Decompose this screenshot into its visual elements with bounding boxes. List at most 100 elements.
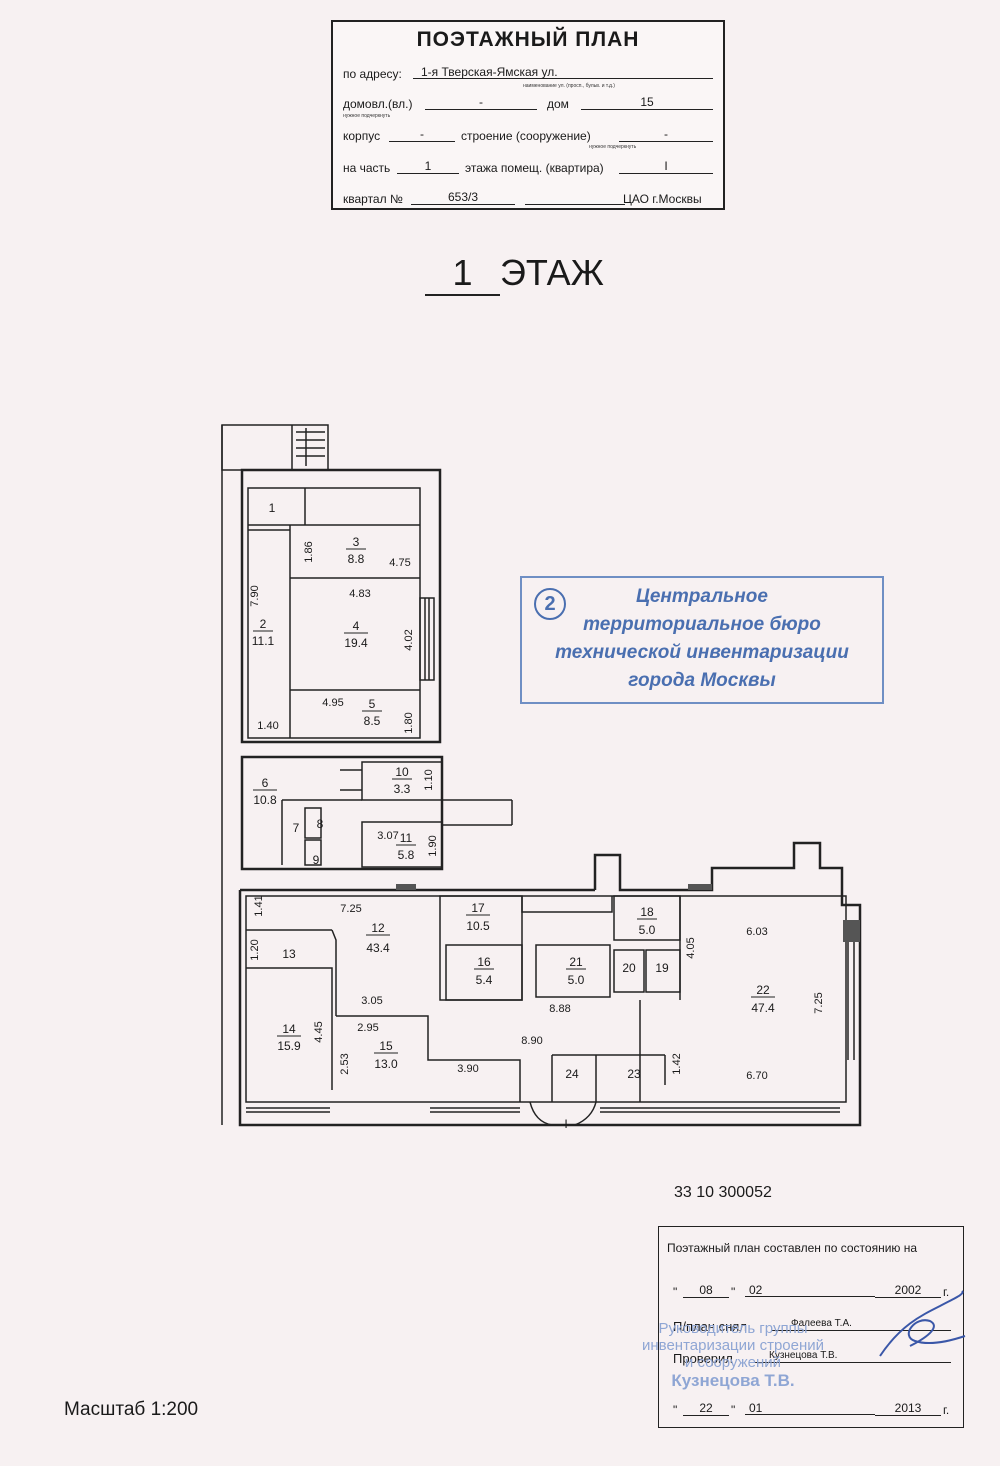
address-label: по адресу:: [343, 67, 402, 81]
room-16-id: 16: [477, 955, 491, 969]
dim-3-07: 3.07: [377, 830, 398, 842]
room-4-area: 19.4: [344, 636, 368, 650]
room-labels: 1 2 11.1 3 8.8 4 19.4 5 8.5 6 10.8 7 8 9…: [252, 501, 775, 1081]
room-10-id: 10: [395, 765, 409, 779]
scale-label: Масштаб 1:200: [64, 1399, 199, 1420]
floor-number: 1: [425, 252, 500, 296]
date1-q1: ": [673, 1285, 678, 1299]
room-13-id: 13: [282, 947, 296, 961]
dim-8-88: 8.88: [549, 1003, 570, 1015]
upper-block-outer: [240, 468, 442, 744]
dim-1-90: 1.90: [427, 835, 439, 856]
checked-label: Проверил: [673, 1351, 733, 1366]
domovl-label: домовл.(вл.): [343, 97, 413, 111]
dim-7-25-right: 7.25: [813, 992, 825, 1013]
dim-4-02: 4.02: [403, 629, 415, 650]
date1-suffix: г.: [943, 1285, 950, 1299]
room-12-id: 12: [371, 921, 385, 935]
dim-1-10: 1.10: [423, 769, 435, 790]
blue-stamp-line-3: и сооружений: [684, 1354, 782, 1371]
room-11-area: 5.8: [398, 848, 415, 862]
district-blank: [525, 190, 625, 205]
dim-2-95: 2.95: [357, 1022, 378, 1034]
stroenie-label: строение (сооружение): [461, 129, 591, 143]
room-19-id: 19: [655, 961, 669, 975]
room-15-id: 15: [379, 1039, 393, 1053]
room-14-area: 15.9: [277, 1039, 301, 1053]
plan-walls: [221, 424, 862, 1127]
room-3-area: 8.8: [348, 552, 365, 566]
date2-month: 01: [745, 1401, 875, 1415]
main-block-outer: [238, 841, 862, 1127]
dim-1-42: 1.42: [671, 1053, 683, 1074]
stroenie-hint: нужное подчеркнуть: [589, 144, 637, 150]
entrance-mark: I: [564, 1117, 567, 1131]
bti-stamp: 2 Центральное территориальное бюро техни…: [520, 576, 884, 704]
room-20-id: 20: [622, 961, 636, 975]
dim-4-05: 4.05: [685, 937, 697, 958]
date1-q2: ": [731, 1285, 736, 1299]
room-4-id: 4: [353, 619, 360, 633]
room-12-area: 43.4: [366, 941, 390, 955]
stamp-line-1: Центральное: [636, 586, 768, 607]
etazh-label: этажа помещ. (квартира): [465, 161, 604, 175]
blue-stamp-line-1: Руководитель группы: [658, 1320, 808, 1337]
dim-1-41: 1.41: [253, 895, 265, 916]
date2-q1: ": [673, 1403, 678, 1417]
dim-1-20: 1.20: [249, 939, 261, 960]
stamp-number: 2: [534, 588, 566, 620]
room-22-id: 22: [756, 983, 770, 997]
address-hint: наименование ул. (просп., бульв. и т.д.): [523, 83, 615, 89]
dim-6-03: 6.03: [746, 926, 767, 938]
dim-2-53: 2.53: [339, 1053, 351, 1074]
dim-4-83: 4.83: [349, 588, 370, 600]
etazh-value: I: [619, 159, 713, 174]
kvartal-label: квартал №: [343, 192, 403, 206]
dim-8-90: 8.90: [521, 1035, 542, 1047]
info-box: Поэтажный план составлен по состоянию на…: [658, 1226, 964, 1428]
room-7-id: 7: [293, 821, 300, 835]
room-5-id: 5: [369, 697, 376, 711]
room-14-id: 14: [282, 1022, 296, 1036]
room-9-id: 9: [313, 853, 320, 867]
room-3-id: 3: [353, 535, 360, 549]
room-2-area: 11.1: [252, 634, 275, 648]
room-6-area: 10.8: [253, 793, 277, 807]
domovl-value: -: [425, 95, 537, 110]
room-1-id: 1: [269, 501, 276, 515]
room-21-area: 5.0: [568, 973, 585, 987]
floor-label: ЭТАЖ: [500, 252, 604, 293]
dim-1-80: 1.80: [403, 712, 415, 733]
dim-6-70: 6.70: [746, 1070, 767, 1082]
room-18-id: 18: [640, 905, 654, 919]
korpus-value: -: [389, 127, 455, 142]
district: ЦАО г.Москвы: [623, 192, 702, 206]
header-box: ПОЭТАЖНЫЙ ПЛАН по адресу: 1-я Тверская-Я…: [331, 20, 725, 210]
chast-value: 1: [397, 159, 459, 174]
date1-year: 2002: [875, 1283, 941, 1298]
room-22-area: 47.4: [751, 1001, 775, 1015]
dom-value: 15: [581, 95, 713, 110]
plan-title: ПОЭТАЖНЫЙ ПЛАН: [416, 28, 640, 51]
date1-month: 02: [745, 1283, 875, 1297]
blue-signature-stamp: Руководитель группы инвентаризации строе…: [608, 1320, 858, 1391]
stamp-line-2: территориальное бюро: [583, 614, 821, 635]
date2-year: 2013: [875, 1401, 941, 1416]
address-value: 1-я Тверская-Ямская ул.: [413, 65, 713, 79]
room-16-area: 5.4: [476, 973, 493, 987]
room-5-area: 8.5: [364, 714, 381, 728]
dim-7-90: 7.90: [249, 585, 261, 606]
room-21-id: 21: [569, 955, 583, 969]
stroenie-value: -: [619, 127, 713, 142]
made-by: Фалеева Т.А.: [771, 1317, 951, 1331]
date2-day: 22: [683, 1401, 729, 1416]
room-6-id: 6: [262, 776, 269, 790]
stamp-line-4: города Москвы: [628, 670, 776, 691]
chast-label: на часть: [343, 161, 391, 175]
signature-icon: [879, 1290, 966, 1357]
dim-7-25-top: 7.25: [340, 903, 361, 915]
room-17-area: 10.5: [466, 919, 490, 933]
room-11-id: 11: [400, 831, 413, 845]
